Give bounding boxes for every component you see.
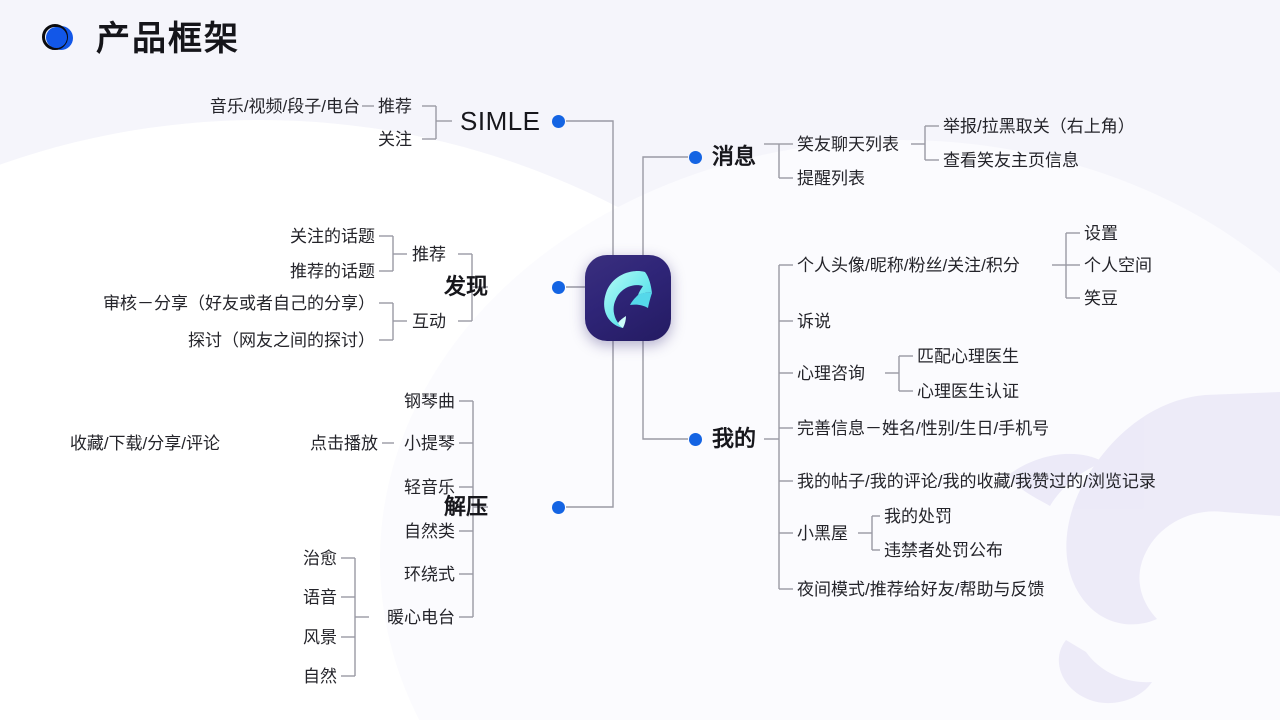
hub-dot-discover[interactable] xyxy=(552,281,565,294)
node-message-viewprofile[interactable]: 查看笑友主页信息 xyxy=(943,151,1079,170)
logo-inner-disc xyxy=(46,27,67,48)
node-relax-violin[interactable]: 小提琴 xyxy=(404,434,455,453)
node-relax-lightmusic[interactable]: 轻音乐 xyxy=(404,478,455,497)
node-mine-match-doctor[interactable]: 匹配心理医生 xyxy=(917,347,1019,366)
node-discover-followed-topics[interactable]: 关注的话题 xyxy=(290,227,375,246)
node-mine-blackroom[interactable]: 小黑屋 xyxy=(797,524,848,543)
node-mine-my-content[interactable]: 我的帖子/我的评论/我的收藏/我赞过的/浏览记录 xyxy=(797,472,1156,491)
node-mine-counseling[interactable]: 心理咨询 xyxy=(797,364,865,383)
hub-dot-relax[interactable] xyxy=(552,501,565,514)
node-relax-warmradio[interactable]: 暖心电台 xyxy=(387,608,455,627)
branch-label-smile[interactable]: SIMLE xyxy=(460,106,541,136)
node-mine-doctor-cert[interactable]: 心理医生认证 xyxy=(917,382,1019,401)
branch-label-mine[interactable]: 我的 xyxy=(712,426,757,451)
node-message-report[interactable]: 举报/拉黑取关（右上角） xyxy=(943,117,1135,136)
page-title: 产品框架 xyxy=(96,20,240,58)
node-relax-piano[interactable]: 钢琴曲 xyxy=(404,392,455,411)
node-discover-discussion[interactable]: 探讨（网友之间的探讨） xyxy=(188,331,375,350)
node-mine-my-penalty[interactable]: 我的处罚 xyxy=(884,507,952,526)
dolphin-app-icon[interactable] xyxy=(585,255,671,341)
node-mine-profile[interactable]: 个人头像/昵称/粉丝/关注/积分 xyxy=(797,256,1020,275)
node-relax-play-options[interactable]: 收藏/下载/分享/评论 xyxy=(69,434,220,453)
brand-logo-icon xyxy=(42,22,78,56)
node-discover-recommend[interactable]: 推荐 xyxy=(412,245,446,264)
node-relax-play-action[interactable]: 点击播放 xyxy=(310,434,378,453)
node-relax-voice[interactable]: 语音 xyxy=(303,588,337,607)
branch-label-discover[interactable]: 发现 xyxy=(443,274,488,299)
branch-label-message[interactable]: 消息 xyxy=(712,144,757,169)
hub-dot-mine[interactable] xyxy=(689,433,702,446)
node-discover-interact[interactable]: 互动 xyxy=(412,312,446,331)
node-relax-surround[interactable]: 环绕式 xyxy=(404,565,455,584)
node-message-chatlist[interactable]: 笑友聊天列表 xyxy=(797,135,899,154)
node-mine-complete-info[interactable]: 完善信息－姓名/性别/生日/手机号 xyxy=(797,419,1050,438)
node-mine-personal-space[interactable]: 个人空间 xyxy=(1084,256,1152,275)
node-mine-tell[interactable]: 诉说 xyxy=(797,312,831,331)
node-smile-follow[interactable]: 关注 xyxy=(378,130,412,149)
node-mine-misc[interactable]: 夜间模式/推荐给好友/帮助与反馈 xyxy=(797,580,1045,599)
node-mine-xiaodou[interactable]: 笑豆 xyxy=(1084,289,1118,308)
branch-label-relax[interactable]: 解压 xyxy=(443,494,488,519)
node-mine-penalty-public[interactable]: 违禁者处罚公布 xyxy=(884,541,1003,560)
node-discover-recommended-topics[interactable]: 推荐的话题 xyxy=(290,262,375,281)
node-message-remindlist[interactable]: 提醒列表 xyxy=(797,169,865,188)
node-relax-heal[interactable]: 治愈 xyxy=(303,549,337,568)
node-relax-scenery[interactable]: 风景 xyxy=(303,628,337,647)
node-discover-audit-share[interactable]: 审核－分享（好友或者自己的分享） xyxy=(103,294,375,313)
node-mine-settings[interactable]: 设置 xyxy=(1084,224,1118,243)
node-smile-recommend[interactable]: 推荐 xyxy=(378,97,412,116)
node-relax-natural[interactable]: 自然 xyxy=(303,667,337,686)
hub-dot-message[interactable] xyxy=(689,151,702,164)
node-relax-nature[interactable]: 自然类 xyxy=(404,522,455,541)
page-header: 产品框架 xyxy=(42,22,240,56)
hub-dot-smile[interactable] xyxy=(552,115,565,128)
node-smile-recommend-types[interactable]: 音乐/视频/段子/电台 xyxy=(209,97,360,116)
